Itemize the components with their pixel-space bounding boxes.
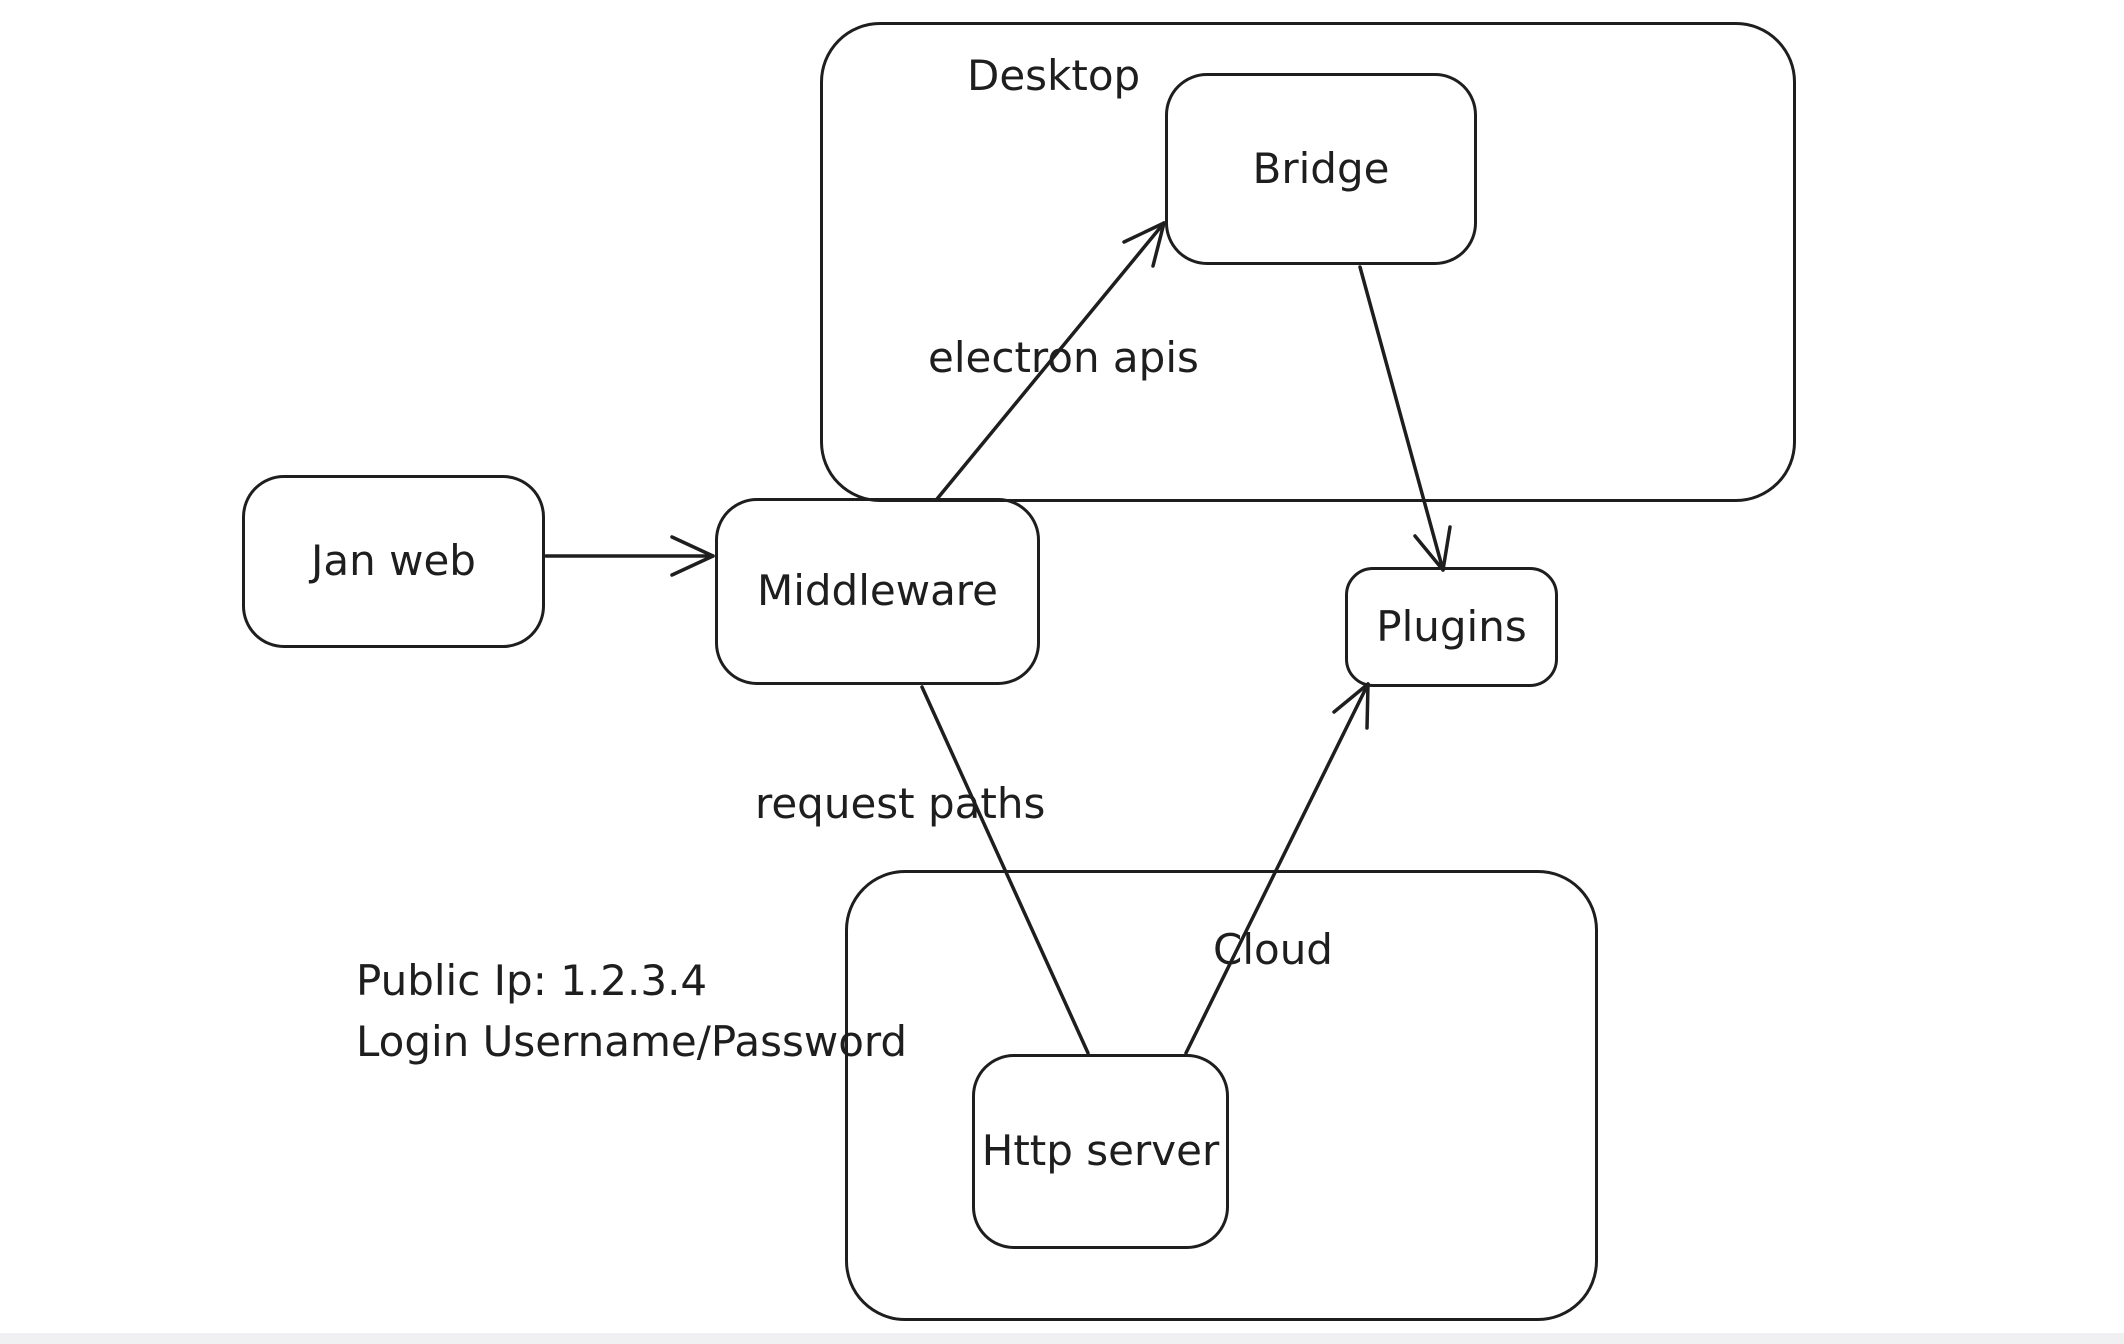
- arrow-bridge-to-plugins[interactable]: [1358, 265, 1452, 572]
- node-middleware-label: Middleware: [756, 566, 998, 616]
- node-middleware[interactable]: Middleware: [715, 498, 1040, 685]
- credentials-note-line1: Public Ip: 1.2.3.4: [356, 956, 708, 1005]
- window-bottom-strip: [0, 1333, 2124, 1344]
- node-plugins[interactable]: Plugins: [1345, 567, 1558, 687]
- node-http-server[interactable]: Http server: [972, 1054, 1229, 1249]
- edge-label-electron-apis[interactable]: electron apis: [928, 333, 1199, 382]
- node-jan-web-label: Jan web: [311, 536, 476, 586]
- node-http-server-label: Http server: [981, 1126, 1220, 1176]
- arrow-jan-web-to-middleware[interactable]: [544, 535, 715, 577]
- desktop-container[interactable]: [820, 22, 1796, 502]
- credentials-note[interactable]: Public Ip: 1.2.3.4 Login Username/Passwo…: [356, 950, 907, 1072]
- node-bridge[interactable]: Bridge: [1165, 73, 1477, 265]
- edge-label-request-paths[interactable]: request paths: [755, 779, 1046, 828]
- credentials-note-line2: Login Username/Password: [356, 1017, 908, 1066]
- line-middleware-to-http-server[interactable]: [920, 685, 1090, 1055]
- cloud-container[interactable]: [845, 870, 1598, 1321]
- arrow-middleware-to-bridge[interactable]: [935, 221, 1166, 501]
- desktop-container-label[interactable]: Desktop: [967, 51, 1141, 100]
- node-bridge-label: Bridge: [1252, 143, 1390, 193]
- node-jan-web[interactable]: Jan web: [242, 475, 545, 648]
- node-plugins-label: Plugins: [1376, 601, 1527, 651]
- cloud-container-label[interactable]: Cloud: [1213, 925, 1333, 974]
